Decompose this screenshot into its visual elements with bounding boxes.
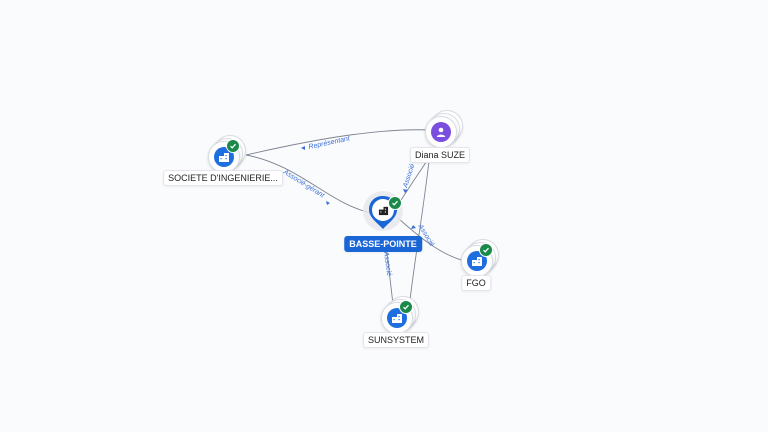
node-label[interactable]: FGO [461, 275, 491, 291]
node-label-main[interactable]: BASSE-POINTE [344, 236, 422, 252]
person-icon [431, 122, 451, 142]
edge-label-associe-diana: Associé [402, 163, 417, 190]
check-badge-icon [399, 300, 413, 314]
edge-label-representant: Représentant [308, 135, 352, 151]
arrow-head [326, 201, 330, 205]
edge-diana-sunsystem[interactable] [409, 151, 431, 301]
node-label[interactable]: SUNSYSTEM [362, 332, 430, 348]
edge-representant[interactable] [245, 129, 433, 156]
edge-label-associe-gerant: Associé-gérant [281, 168, 326, 200]
node-label[interactable]: Diana SUZE [409, 147, 471, 163]
edge-associe-gerant[interactable] [245, 154, 373, 214]
arrow-head [411, 225, 416, 229]
edge-label-associe-sun: Associé [382, 250, 392, 276]
check-badge-icon [388, 196, 402, 210]
arrow-head [403, 189, 408, 193]
node-label[interactable]: SOCIETE D'INGENIERIE... [163, 170, 283, 186]
arrow-head [301, 146, 305, 150]
check-badge-icon [479, 243, 493, 257]
person-node-circle[interactable] [425, 116, 457, 148]
check-badge-icon [226, 139, 240, 153]
